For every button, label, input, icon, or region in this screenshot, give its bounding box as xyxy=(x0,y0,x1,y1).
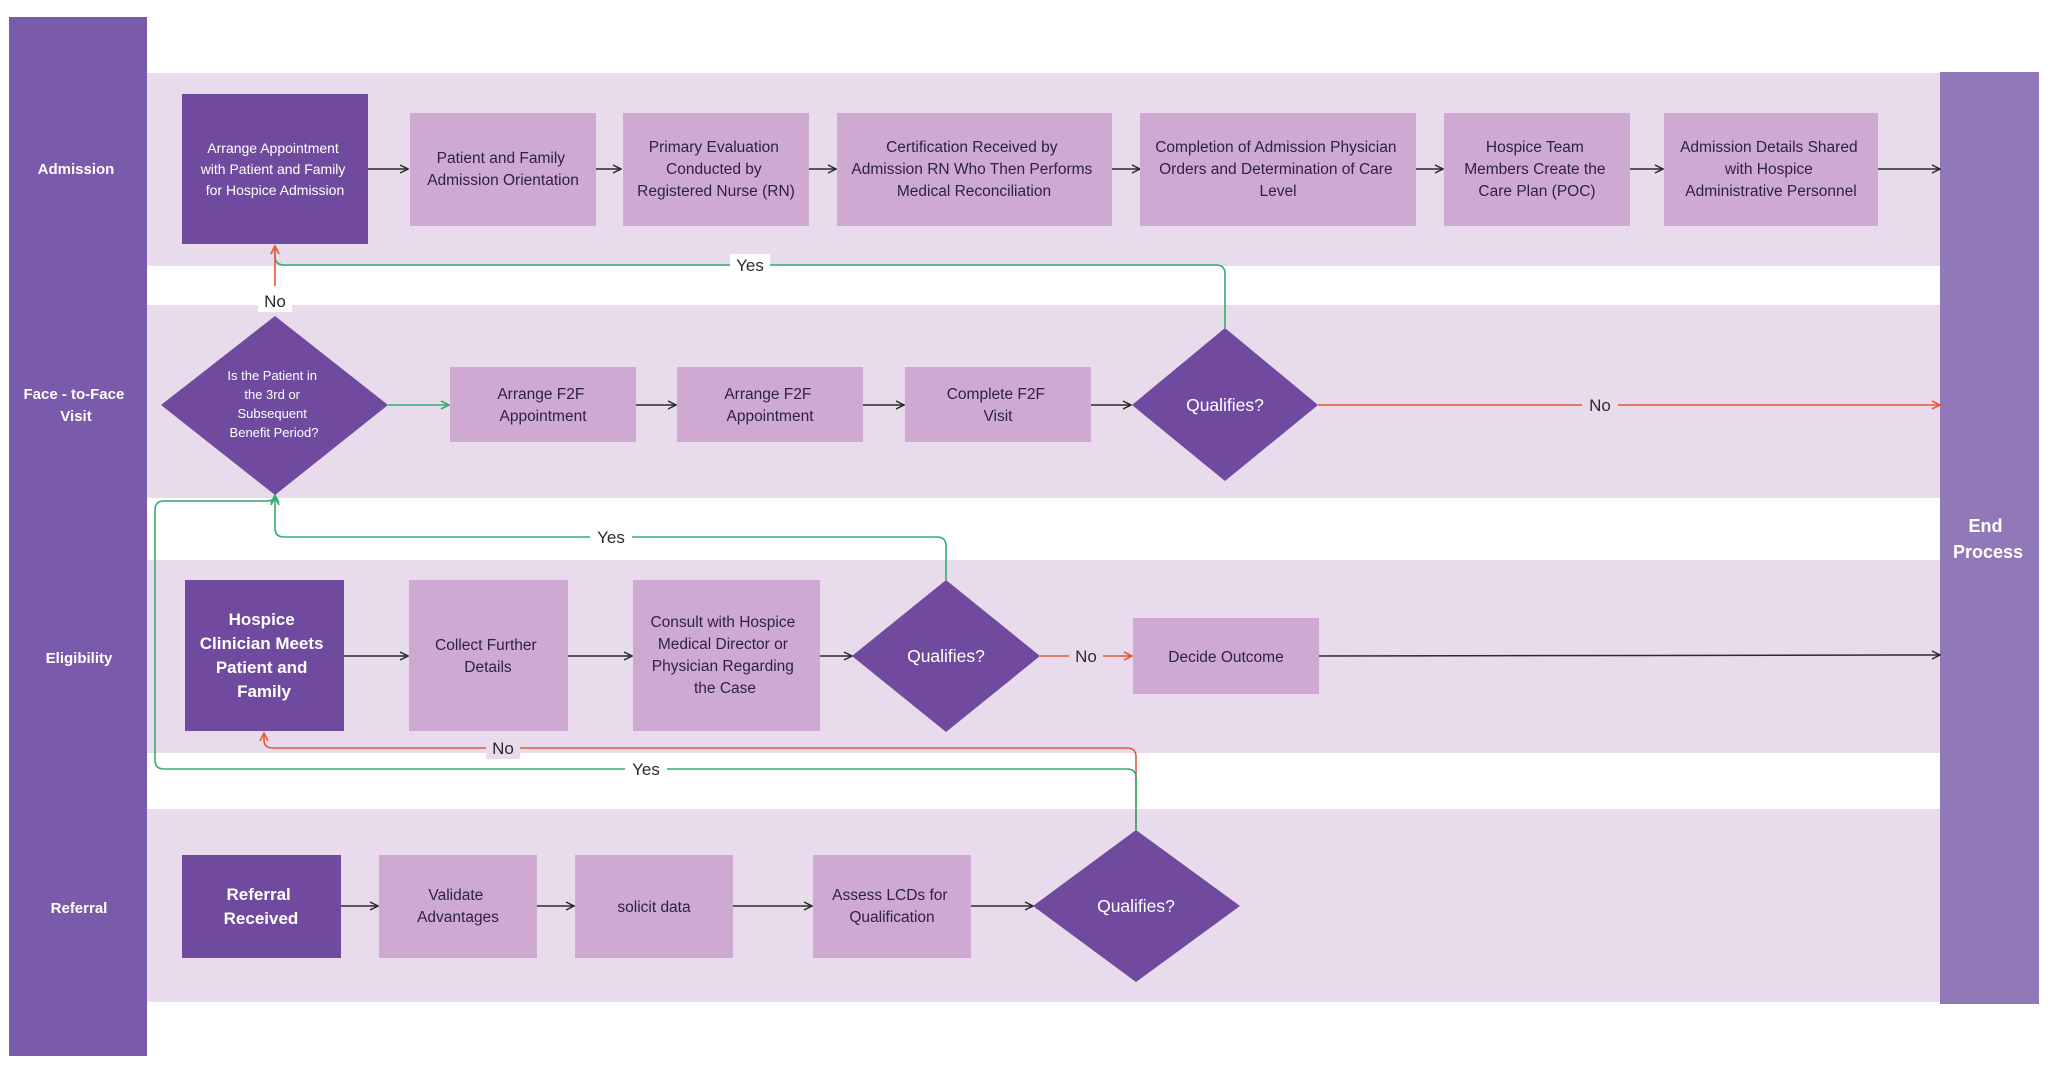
node-referral-qualifies-text: Qualifies? xyxy=(1097,896,1175,916)
node-arrange-appointment-text: Arrange Appointment with Patient and Fam… xyxy=(200,140,350,198)
node-benefit-period-decision-text: Is the Patient in the 3rd or Subsequent … xyxy=(227,368,320,440)
node-assess-lcds xyxy=(813,855,971,958)
node-complete-f2f xyxy=(905,367,1091,442)
node-collect-details xyxy=(409,580,568,731)
node-decide-outcome xyxy=(1133,618,1319,694)
node-consult-director-text: Consult with Hospice Medical Director or… xyxy=(650,614,799,697)
node-clinician-meets xyxy=(185,580,344,731)
node-validate-advantages xyxy=(379,855,537,958)
node-certification xyxy=(837,113,1112,226)
node-arrange-f2f-2-text: Arrange F2F Appointment xyxy=(724,386,815,425)
node-solicit-data xyxy=(575,855,733,958)
node-certification-text: Certification Received by Admission RN W… xyxy=(851,139,1096,200)
node-care-plan xyxy=(1444,113,1630,226)
node-f2f-qualifies-text: Qualifies? xyxy=(1186,395,1264,415)
node-primary-evaluation-text: Primary Evaluation Conducted by Register… xyxy=(637,139,795,200)
lane-label-admission: Admission xyxy=(38,161,115,178)
end-process-label: End Process xyxy=(1953,516,2023,562)
node-f2f-qualifies xyxy=(1132,328,1318,481)
label-no-elig-to-decide: No xyxy=(1075,647,1097,666)
label-bg-yes-referral xyxy=(625,758,667,780)
node-referral-qualifies xyxy=(1033,830,1240,982)
arrow-referral-yes-to-f2f xyxy=(154,495,1137,830)
label-bg-no-decision xyxy=(258,290,292,312)
node-completion-orders-text: Completion of Admission Physician Orders… xyxy=(1155,139,1401,200)
node-benefit-period-decision xyxy=(161,316,388,495)
label-yes-elig-to-f2f: Yes xyxy=(597,528,625,547)
label-no-decision-to-admission: No xyxy=(264,292,286,311)
node-eligibility-qualifies xyxy=(852,580,1040,732)
node-consult-director xyxy=(633,580,820,731)
node-eligibility-qualifies-text: Qualifies? xyxy=(907,646,985,666)
node-assess-lcds-text: Assess LCDs for Qualification xyxy=(832,887,952,926)
node-decide-outcome-text: Decide Outcome xyxy=(1168,649,1283,666)
lane-label-eligibility: Eligibility xyxy=(46,650,113,667)
arrow-referral-no-to-elig xyxy=(264,733,1137,830)
node-solicit-data-text: solicit data xyxy=(617,899,691,916)
label-no-f2f-to-end: No xyxy=(1589,396,1611,415)
label-bg-yes-f2f xyxy=(730,254,770,276)
node-arrange-f2f-1 xyxy=(450,367,636,442)
label-no-referral-to-elig: No xyxy=(492,739,514,758)
node-collect-details-text: Collect Further Details xyxy=(435,637,541,676)
lane-sidebar xyxy=(9,17,147,1056)
arrow-decide-to-end xyxy=(1318,655,1940,656)
node-arrange-appointment xyxy=(182,94,368,244)
label-bg-no-referral xyxy=(486,737,520,759)
end-process-bar xyxy=(1940,72,2039,1004)
lane-label-f2f: Face - to-Face Visit xyxy=(23,386,128,425)
lane-label-referral: Referral xyxy=(51,900,108,917)
node-referral-received xyxy=(182,855,341,958)
node-validate-advantages-text: Validate Advantages xyxy=(417,887,499,926)
label-bg-no-f2f xyxy=(1582,394,1618,416)
node-clinician-meets-text: Hospice Clinician Meets Patient and Fami… xyxy=(200,610,329,701)
node-admission-orientation-text: Patient and Family Admission Orientation xyxy=(427,150,579,189)
node-completion-orders xyxy=(1140,113,1416,226)
node-admission-orientation xyxy=(410,113,596,226)
node-arrange-f2f-2 xyxy=(677,367,863,442)
node-details-shared xyxy=(1664,113,1878,226)
label-yes-referral-to-f2f: Yes xyxy=(632,760,660,779)
node-complete-f2f-text: Complete F2F Visit xyxy=(947,386,1050,425)
node-arrange-f2f-1-text: Arrange F2F Appointment xyxy=(497,386,588,425)
node-care-plan-text: Hospice Team Members Create the Care Pla… xyxy=(1464,139,1610,200)
node-details-shared-text: Admission Details Shared with Hospice Ad… xyxy=(1680,139,1862,200)
label-yes-f2f-to-admission: Yes xyxy=(736,256,764,275)
label-bg-yes-elig xyxy=(590,526,632,548)
label-bg-no-elig xyxy=(1069,645,1103,667)
node-primary-evaluation xyxy=(623,113,809,226)
node-referral-received-text: Referral Received xyxy=(224,885,299,928)
